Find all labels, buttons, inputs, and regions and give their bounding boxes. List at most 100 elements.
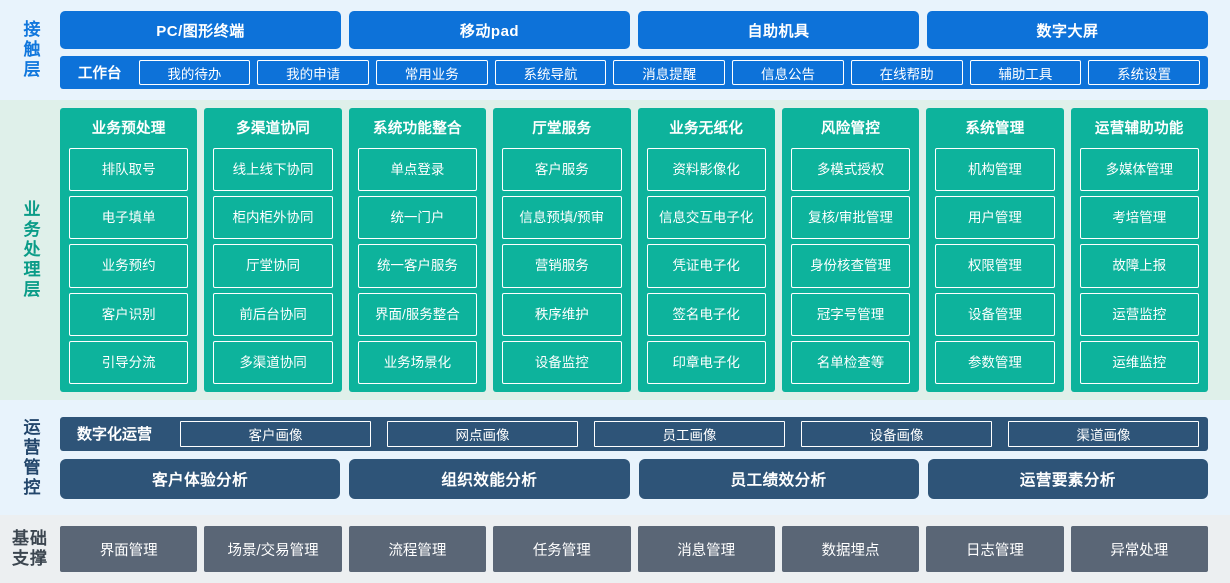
business-item[interactable]: 柜内柜外协同 — [213, 196, 333, 240]
band-label-business-layer-text: 业务处理层 — [20, 200, 40, 300]
business-item[interactable]: 考培管理 — [1079, 196, 1199, 240]
portrait-item[interactable]: 渠道画像 — [1008, 420, 1200, 447]
business-item[interactable]: 统一客户服务 — [357, 244, 478, 288]
channel-item[interactable]: PC/图形终端 — [60, 11, 341, 49]
business-column-head: 业务预处理 — [91, 121, 166, 137]
band-label-base-line1: 基础 — [12, 529, 48, 549]
workbench-item[interactable]: 系统导航 — [494, 60, 607, 85]
business-item[interactable]: 单点登录 — [357, 148, 478, 192]
business-item[interactable]: 权限管理 — [935, 244, 1055, 288]
analysis-item[interactable]: 客户体验分析 — [60, 458, 341, 499]
business-item[interactable]: 冠字号管理 — [790, 292, 911, 336]
base-support-body: 界面管理 场景/交易管理 流程管理 任务管理 消息管理 数据埋点 日志管理 异常… — [60, 515, 1230, 583]
base-support-item[interactable]: 异常处理 — [1070, 526, 1208, 572]
business-item[interactable]: 信息交互电子化 — [646, 196, 766, 240]
base-support-item[interactable]: 消息管理 — [637, 526, 775, 572]
portrait-item[interactable]: 客户画像 — [180, 420, 372, 447]
band-label-touch-layer-text: 接触层 — [20, 20, 40, 80]
business-item[interactable]: 设备管理 — [935, 292, 1055, 336]
business-item[interactable]: 客户服务 — [502, 148, 622, 192]
business-item[interactable]: 信息预填/预审 — [502, 196, 622, 240]
channel-item[interactable]: 自助机具 — [638, 11, 919, 49]
workbench-row: 工作台 我的待办 我的申请 常用业务 系统导航 消息提醒 信息公告 在线帮助 辅… — [60, 56, 1208, 89]
business-column-head: 系统管理 — [965, 121, 1025, 137]
band-touch-layer: 接触层 PC/图形终端 移动pad 自助机具 数字大屏 工作台 我的待办 我的申… — [0, 0, 1230, 100]
business-item[interactable]: 界面/服务整合 — [357, 292, 478, 336]
business-item[interactable]: 业务场景化 — [357, 340, 478, 385]
band-operations-layer: 运营管控 数字化运营 客户画像 网点画像 员工画像 设备画像 渠道画像 客户体验… — [0, 400, 1230, 515]
business-item[interactable]: 电子填单 — [69, 196, 189, 240]
base-support-item[interactable]: 数据埋点 — [781, 526, 920, 572]
band-label-touch-layer: 接触层 — [0, 0, 60, 100]
business-item[interactable]: 参数管理 — [935, 340, 1055, 385]
band-label-business-layer: 业务处理层 — [0, 100, 60, 400]
touch-layer-body: PC/图形终端 移动pad 自助机具 数字大屏 工作台 我的待办 我的申请 常用… — [60, 0, 1230, 100]
base-support-item[interactable]: 日志管理 — [926, 526, 1064, 572]
business-item[interactable]: 营销服务 — [502, 244, 622, 288]
business-item[interactable]: 排队取号 — [69, 148, 189, 192]
channel-item[interactable]: 数字大屏 — [927, 11, 1208, 49]
business-item[interactable]: 用户管理 — [935, 196, 1055, 240]
business-item[interactable]: 名单检查等 — [790, 340, 911, 385]
base-support-item[interactable]: 场景/交易管理 — [204, 526, 342, 572]
business-item[interactable]: 前后台协同 — [213, 292, 333, 336]
business-item[interactable]: 机构管理 — [935, 148, 1055, 192]
workbench-item[interactable]: 消息提醒 — [613, 60, 726, 85]
business-item[interactable]: 故障上报 — [1079, 244, 1199, 288]
business-item[interactable]: 资料影像化 — [646, 148, 766, 192]
band-label-base-support-text: 基础 支撑 — [12, 529, 48, 568]
business-item[interactable]: 客户识别 — [69, 292, 189, 336]
business-item[interactable]: 运维监控 — [1079, 340, 1199, 385]
channel-item[interactable]: 移动pad — [349, 11, 630, 49]
business-column: 厅堂服务 客户服务 信息预填/预审 营销服务 秩序维护 设备监控 — [493, 108, 631, 392]
business-column: 系统功能整合 单点登录 统一门户 统一客户服务 界面/服务整合 业务场景化 — [348, 108, 487, 392]
workbench-item[interactable]: 我的待办 — [138, 60, 251, 85]
analysis-row: 客户体验分析 组织效能分析 员工绩效分析 运营要素分析 — [60, 458, 1208, 499]
workbench-item[interactable]: 辅助工具 — [969, 60, 1082, 85]
business-item[interactable]: 统一门户 — [357, 196, 478, 240]
business-item[interactable]: 多模式授权 — [790, 148, 911, 192]
base-support-item[interactable]: 流程管理 — [348, 526, 487, 572]
business-item[interactable]: 签名电子化 — [646, 292, 766, 336]
business-item[interactable]: 复核/审批管理 — [790, 196, 911, 240]
business-item[interactable]: 印章电子化 — [646, 340, 766, 385]
analysis-item[interactable]: 运营要素分析 — [927, 458, 1208, 499]
business-item[interactable]: 设备监控 — [502, 340, 622, 385]
band-label-base-support: 基础 支撑 — [0, 515, 60, 583]
business-column: 系统管理 机构管理 用户管理 权限管理 设备管理 参数管理 — [926, 108, 1064, 392]
workbench-item[interactable]: 常用业务 — [375, 60, 488, 85]
analysis-item[interactable]: 员工绩效分析 — [638, 458, 919, 499]
workbench-title: 工作台 — [78, 66, 122, 82]
workbench-item[interactable]: 信息公告 — [732, 60, 844, 85]
workbench-item[interactable]: 系统设置 — [1088, 60, 1200, 85]
business-item[interactable]: 多渠道协同 — [213, 340, 333, 385]
business-column-head: 系统功能整合 — [373, 121, 462, 137]
base-support-row: 界面管理 场景/交易管理 流程管理 任务管理 消息管理 数据埋点 日志管理 异常… — [60, 526, 1208, 572]
portrait-item[interactable]: 设备画像 — [801, 420, 993, 447]
base-support-item[interactable]: 任务管理 — [493, 526, 631, 572]
business-item[interactable]: 运营监控 — [1079, 292, 1199, 336]
business-item[interactable]: 厅堂协同 — [213, 244, 333, 288]
business-column-head: 多渠道协同 — [236, 121, 311, 137]
business-item[interactable]: 秩序维护 — [502, 292, 622, 336]
digital-operations-row: 数字化运营 客户画像 网点画像 员工画像 设备画像 渠道画像 — [60, 416, 1208, 451]
business-item[interactable]: 引导分流 — [69, 340, 189, 385]
business-item[interactable]: 业务预约 — [69, 244, 189, 288]
business-item[interactable]: 凭证电子化 — [646, 244, 766, 288]
business-item[interactable]: 身份核查管理 — [790, 244, 911, 288]
workbench-item[interactable]: 在线帮助 — [850, 60, 963, 85]
business-column-head: 业务无纸化 — [669, 121, 744, 137]
business-item[interactable]: 线上线下协同 — [213, 148, 333, 192]
portrait-item[interactable]: 网点画像 — [387, 420, 579, 447]
business-column: 多渠道协同 线上线下协同 柜内柜外协同 厅堂协同 前后台协同 多渠道协同 — [204, 108, 342, 392]
base-support-item[interactable]: 界面管理 — [60, 526, 198, 572]
portrait-item[interactable]: 员工画像 — [594, 420, 786, 447]
business-column-head: 风险管控 — [820, 121, 881, 137]
band-label-base-line2: 支撑 — [12, 549, 48, 568]
business-item[interactable]: 多媒体管理 — [1079, 148, 1199, 192]
business-column: 业务无纸化 资料影像化 信息交互电子化 凭证电子化 签名电子化 印章电子化 — [637, 108, 775, 392]
workbench-item[interactable]: 我的申请 — [257, 60, 369, 85]
analysis-item[interactable]: 组织效能分析 — [349, 458, 630, 499]
business-column-head: 厅堂服务 — [532, 121, 592, 137]
